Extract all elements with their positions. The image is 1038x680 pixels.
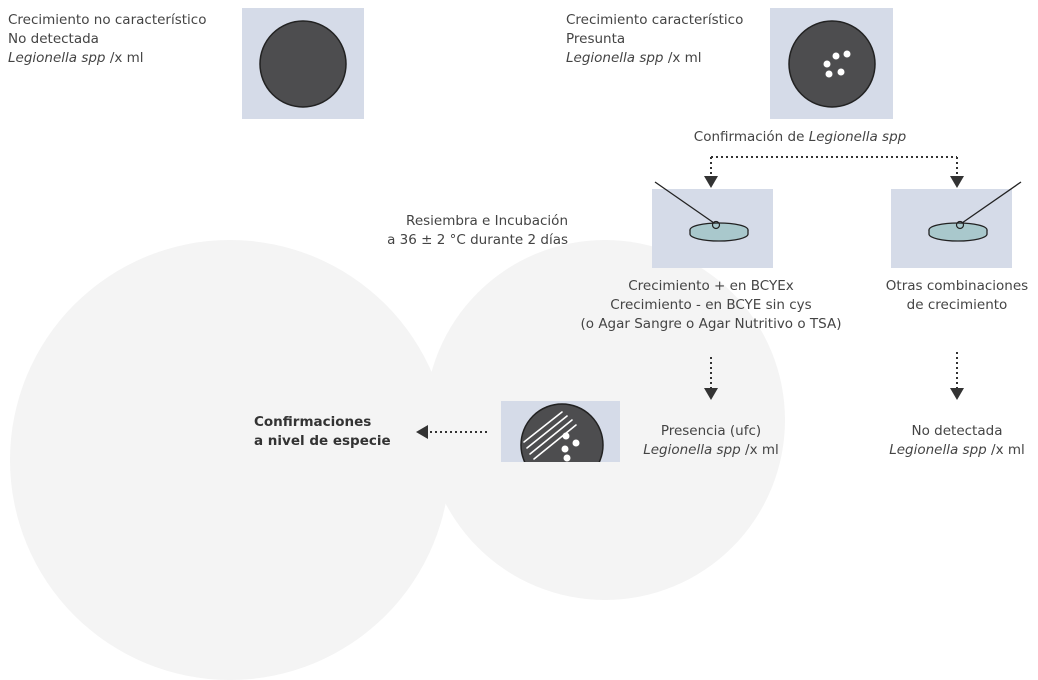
right-result-text: Crecimiento característico Presunta Legi…: [566, 11, 743, 68]
right-result-unit: /x ml: [667, 50, 702, 66]
other-growth-text: Otras combinaciones de crecimiento: [876, 277, 1038, 315]
growth-bcyex-text: Crecimiento + en BCYEx Crecimiento - en …: [566, 277, 856, 334]
confirmation-organism: Legionella spp: [808, 129, 907, 145]
diagram-graphics: [259, 20, 1022, 462]
right-result-line1: Crecimiento característico: [566, 12, 744, 28]
arrowhead-not-detected: [950, 388, 964, 400]
other-growth-line2: de crecimiento: [906, 297, 1008, 313]
right-result-organism: Legionella spp: [566, 50, 664, 66]
presence-text: Presencia (ufc) Legionella spp /x ml: [626, 422, 796, 460]
other-growth-line1: Otras combinaciones: [885, 278, 1029, 294]
arrowhead-species: [416, 425, 428, 439]
reseed-line2: a 36 ± 2 °C durante 2 días: [387, 232, 568, 248]
left-result-line2: No detectada: [8, 31, 99, 47]
reseed-text: Resiembra e Incubación a 36 ± 2 °C duran…: [350, 212, 568, 250]
arrowhead-right-branch: [950, 176, 964, 188]
streaked-plate-icon: [520, 403, 604, 462]
left-result-unit: /x ml: [109, 50, 144, 66]
presence-unit: /x ml: [745, 442, 779, 458]
presence-line1: Presencia (ufc): [660, 423, 762, 439]
presence-count: Legionella spp /x ml: [626, 441, 796, 460]
confirmation-label: Confirmación de Legionella spp: [615, 128, 985, 147]
not-detected-line1: No detectada: [911, 423, 1003, 439]
not-detected-unit: /x ml: [991, 442, 1025, 458]
growth-bcyex-line3: (o Agar Sangre o Agar Nutritivo o TSA): [580, 316, 842, 332]
species-line2: a nivel de especie: [254, 433, 391, 449]
growth-bcyex-line1: Crecimiento + en BCYEx: [628, 278, 794, 294]
species-line1: Confirmaciones: [254, 414, 372, 430]
split-arrow: [710, 156, 958, 180]
left-result-count: Legionella spp /x ml: [8, 49, 206, 68]
petri-plate-colonies-icon: [788, 20, 876, 108]
confirmation-prefix: Confirmación de: [693, 129, 809, 145]
growth-bcyex-line2: Crecimiento - en BCYE sin cys: [610, 297, 812, 313]
not-detected-organism: Legionella spp: [889, 442, 987, 458]
arrowhead-left-branch: [704, 176, 718, 188]
left-result-organism: Legionella spp: [8, 50, 106, 66]
petri-plate-empty-icon: [259, 20, 347, 108]
presence-organism: Legionella spp: [643, 442, 741, 458]
arrowhead-presence: [704, 388, 718, 400]
not-detected-text: No detectada Legionella spp /x ml: [876, 422, 1038, 460]
reseed-line1: Resiembra e Incubación: [406, 213, 568, 229]
inoculation-loop-left-icon: [654, 181, 749, 242]
right-result-count: Legionella spp /x ml: [566, 49, 743, 68]
left-result-line1: Crecimiento no característico: [8, 12, 207, 28]
left-result-text: Crecimiento no característico No detecta…: [8, 11, 206, 68]
inoculation-loop-right-icon: [928, 181, 1022, 242]
species-text: Confirmaciones a nivel de especie: [254, 413, 391, 451]
right-result-line2: Presunta: [566, 31, 626, 47]
not-detected-count: Legionella spp /x ml: [876, 441, 1038, 460]
